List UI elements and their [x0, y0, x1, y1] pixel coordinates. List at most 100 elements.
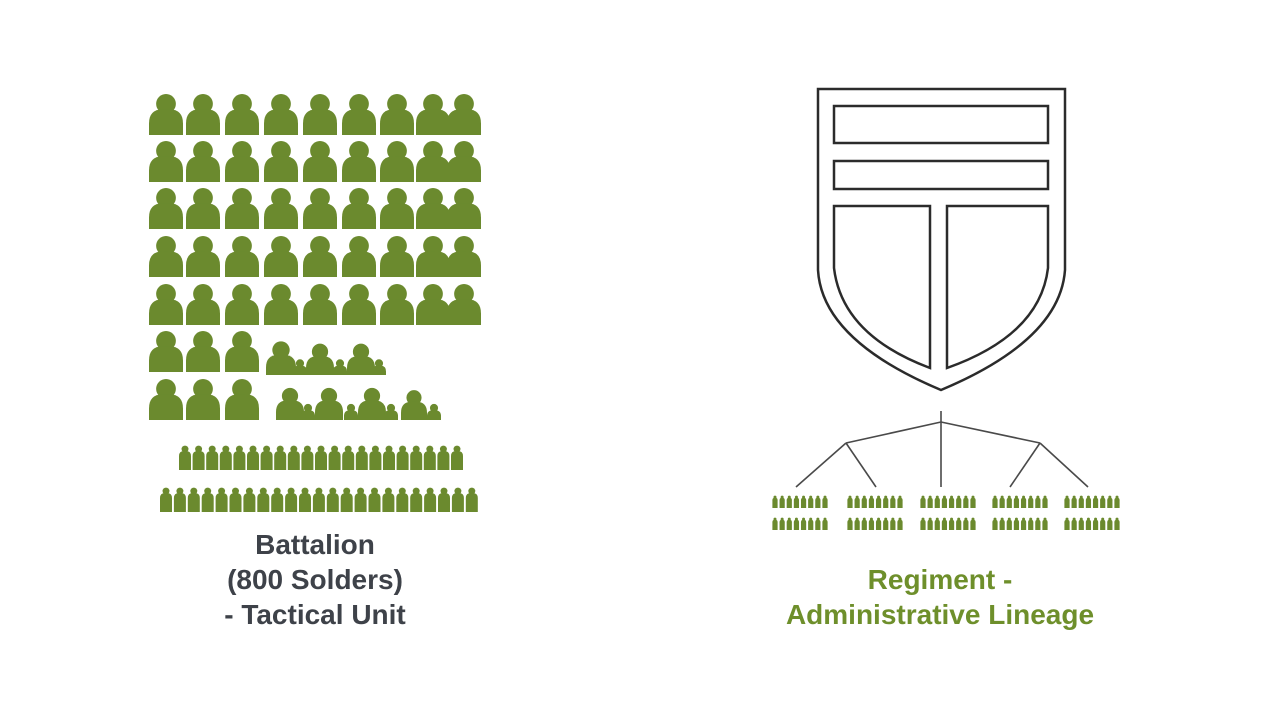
person-silhouette-icon [225, 187, 259, 229]
person-silhouette-icon [201, 487, 214, 512]
person-silhouette-icon [287, 445, 300, 470]
person-silhouette-icon [447, 235, 481, 277]
person-silhouette-icon [1042, 517, 1048, 530]
person-silhouette-icon [264, 93, 298, 135]
person-silhouette-icon [315, 387, 343, 420]
person-silhouette-icon [342, 93, 376, 135]
battalion-cluster [992, 495, 1048, 530]
person-silhouette-icon [225, 93, 259, 135]
person-silhouette-icon [186, 140, 220, 182]
person-silhouette-icon [941, 517, 948, 530]
person-silhouette-icon [229, 487, 242, 512]
person-silhouette-icon [315, 445, 327, 470]
person-silhouette-icon [956, 517, 962, 530]
person-silhouette-icon [401, 390, 427, 420]
person-silhouette-icon [380, 235, 414, 277]
person-silhouette-icon [149, 235, 183, 277]
person-silhouette-icon [1013, 495, 1020, 508]
person-silhouette-icon [1064, 495, 1070, 508]
regiment-battalion-groups [772, 495, 1120, 530]
person-silhouette-icon [342, 140, 376, 182]
person-silhouette-icon [328, 445, 341, 470]
person-silhouette-icon [847, 495, 853, 508]
person-silhouette-icon [1078, 517, 1084, 530]
person-silhouette-icon [1085, 517, 1092, 530]
battalion-cluster [1064, 495, 1120, 530]
person-silhouette-icon [416, 187, 450, 229]
person-silhouette-icon [354, 487, 367, 512]
person-silhouette-icon [424, 487, 437, 512]
person-silhouette-icon [1100, 495, 1106, 508]
person-silhouette-icon [847, 517, 853, 530]
person-silhouette-icon [793, 517, 800, 530]
battalion-caption-line-3: - Tactical Unit [224, 599, 406, 630]
person-silhouette-icon [868, 495, 875, 508]
person-silhouette-icon [257, 487, 270, 512]
person-silhouette-icon [342, 283, 376, 325]
person-silhouette-icon [271, 487, 284, 512]
person-silhouette-icon [875, 517, 882, 530]
battalion-caption: Battalion (800 Solders) - Tactical Unit [130, 527, 500, 632]
person-silhouette-icon [999, 517, 1005, 530]
person-silhouette-icon [396, 487, 409, 512]
person-silhouette-icon [225, 235, 259, 277]
person-silhouette-icon [447, 93, 481, 135]
person-silhouette-icon [786, 495, 792, 508]
person-silhouette-icon [772, 517, 778, 530]
person-silhouette-icon [786, 517, 792, 530]
person-silhouette-icon [1028, 517, 1034, 530]
person-silhouette-icon [206, 445, 219, 470]
person-silhouette-icon [941, 495, 948, 508]
person-silhouette-icon [358, 387, 386, 420]
person-silhouette-icon [192, 445, 205, 470]
person-silhouette-icon [437, 445, 450, 470]
person-silhouette-icon [934, 517, 940, 530]
person-silhouette-icon [1100, 517, 1106, 530]
person-silhouette-icon [383, 445, 395, 470]
person-silhouette-icon [410, 487, 423, 512]
person-silhouette-icon [1078, 495, 1084, 508]
person-silhouette-icon [800, 495, 807, 508]
person-silhouette-icon [247, 445, 259, 470]
person-silhouette-icon [173, 487, 186, 512]
person-silhouette-icon [427, 403, 441, 420]
person-silhouette-icon [225, 283, 259, 325]
person-silhouette-icon [264, 140, 298, 182]
person-silhouette-icon [883, 517, 889, 530]
person-silhouette-icon [970, 495, 976, 508]
person-silhouette-icon [1114, 495, 1120, 508]
person-silhouette-icon [963, 517, 969, 530]
person-silhouette-icon [897, 517, 903, 530]
person-silhouette-icon [875, 495, 882, 508]
person-silhouette-icon [160, 487, 172, 512]
person-silhouette-icon [1020, 517, 1027, 530]
person-silhouette-icon [948, 495, 955, 508]
battalion-cluster [847, 495, 903, 530]
person-silhouette-icon [897, 495, 903, 508]
person-silhouette-icon [772, 495, 778, 508]
person-silhouette-icon [299, 487, 311, 512]
regiment-caption-line-2: Administrative Lineage [785, 599, 1095, 630]
regiment-shield-icon [816, 87, 1067, 392]
person-silhouette-icon [779, 517, 785, 530]
person-silhouette-icon [868, 517, 875, 530]
person-silhouette-icon [396, 445, 409, 470]
person-silhouette-icon [934, 495, 940, 508]
person-silhouette-icon [920, 517, 926, 530]
person-silhouette-icon [999, 495, 1005, 508]
person-silhouette-icon [854, 495, 860, 508]
person-silhouette-icon [368, 487, 381, 512]
regiment-hierarchy-lines [795, 411, 1089, 488]
person-silhouette-icon [303, 140, 337, 182]
person-silhouette-icon [312, 487, 325, 512]
person-silhouette-icon [927, 517, 933, 530]
person-silhouette-icon [326, 487, 339, 512]
person-silhouette-icon [347, 343, 375, 375]
person-silhouette-icon [372, 359, 386, 375]
person-silhouette-icon [380, 283, 414, 325]
person-silhouette-icon [927, 495, 933, 508]
person-silhouette-icon [1028, 495, 1034, 508]
person-silhouette-icon [992, 517, 998, 530]
battalion-cluster [772, 495, 828, 530]
person-silhouette-icon [970, 517, 976, 530]
